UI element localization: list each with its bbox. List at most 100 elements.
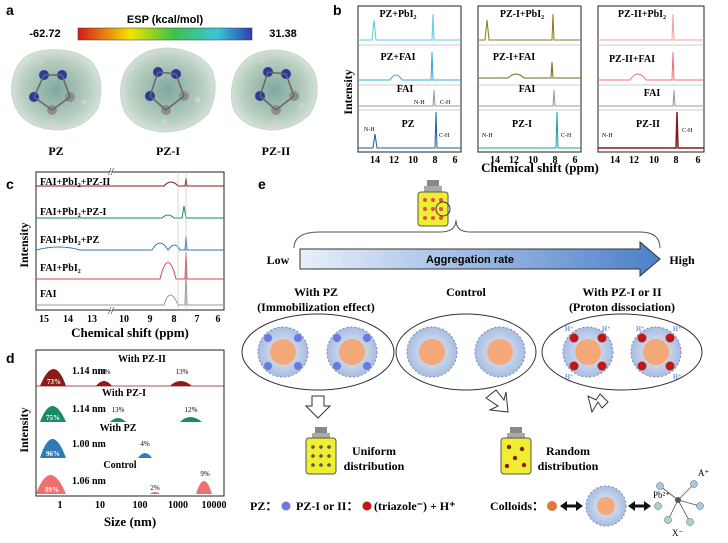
peak-label-b1-0: N-H	[414, 100, 425, 106]
series-p3-d-1: 12%	[185, 406, 198, 414]
tick-b2-4: 6	[573, 155, 578, 166]
colloid-mid	[585, 485, 627, 527]
panel-d-xlabel: Size (nm)	[104, 514, 156, 529]
series-main-d-1: 75%	[46, 414, 60, 422]
arrow-center-label: Aggregation rate	[426, 254, 514, 266]
panel-a: a ESP (kcal/mol) -62.72 31.38 PZ PZ-I	[6, 2, 318, 158]
double-arrow-1	[560, 501, 583, 511]
aggregation-arrow	[299, 240, 661, 278]
tick-c-4: 9	[148, 314, 153, 325]
colorbar	[77, 27, 253, 41]
legend-pz-dot	[281, 501, 291, 511]
random-label-1: Random	[546, 444, 590, 458]
panel-c-ylabel: Intensity	[17, 222, 31, 267]
tick-c-0: 15	[39, 314, 49, 325]
series-main-d-3: 89%	[45, 486, 59, 494]
series-size-d-3: 1.06 nm	[72, 476, 107, 487]
panel-b: b Intensity Chemical shift (ppm) PZ+PbI₂…	[333, 2, 705, 175]
molecule-label-pz: PZ	[48, 144, 63, 158]
tick-d-3: 1000	[168, 500, 188, 511]
col1-title-1: With PZ	[294, 285, 338, 299]
uniform-label-2: distribution	[344, 459, 405, 473]
trace-label-b1-3: PZ	[402, 119, 415, 130]
trace-label-c-2: FAI+PbI₂+PZ	[40, 235, 100, 246]
panel-c: c Intensity // // FAI+PbI₂+PZ-II FAI+PbI…	[6, 167, 225, 340]
peak-label-b3-0: N-H	[602, 133, 613, 139]
colloid-pz-i-2: H⁺ H⁺ H⁺	[630, 325, 682, 381]
ion-a-label: A⁺	[698, 468, 709, 478]
tick-c-6: 7	[195, 314, 200, 325]
svg-text://: //	[108, 306, 114, 317]
colloid-control-1	[406, 326, 458, 378]
uniform-label-1: Uniform	[352, 444, 396, 458]
colloid-core-small	[547, 501, 557, 511]
trace-label-b3-3: PZ-II	[636, 119, 660, 130]
molecule-label-pz-i: PZ-I	[156, 144, 180, 158]
panel-label-a: a	[6, 2, 14, 18]
trace-label-b3-2: FAI	[644, 88, 661, 99]
double-arrow-2	[628, 501, 651, 511]
tick-b1-3: 8	[433, 155, 438, 166]
series-size-d-2: 1.00 nm	[72, 439, 107, 450]
series-p2-d-3: 2%	[150, 484, 160, 492]
tick-b3-2: 10	[649, 155, 659, 166]
random-label-2: distribution	[538, 459, 599, 473]
series-p2-d-2: 4%	[140, 440, 150, 448]
series-name-d-3: Control	[103, 460, 136, 471]
tick-b2-3: 8	[553, 155, 558, 166]
tick-c-7: 6	[216, 314, 221, 325]
peak-label-b3-1: C-H	[682, 128, 693, 134]
colloid-pz-1	[257, 326, 309, 378]
peak-label-b2-0: N-H	[482, 133, 493, 139]
svg-text://: //	[108, 167, 114, 178]
series-main-d-2: 96%	[46, 450, 60, 458]
panel-label-b: b	[333, 2, 342, 18]
nmr-subplot-pz-i: PZ-I+PbI₂ PZ-I+FAI FAI PZ-I N-H C-H 14 1…	[477, 5, 582, 166]
panel-label-c: c	[6, 176, 14, 192]
tick-b3-1: 12	[629, 155, 639, 166]
col3-title-1: With PZ-I or II	[582, 285, 662, 299]
tick-b3-3: 8	[674, 155, 679, 166]
tick-b1-2: 10	[408, 155, 418, 166]
series-p2-d-0: 14%	[98, 368, 111, 376]
panel-c-xlabel: Chemical shift (ppm)	[71, 325, 189, 340]
series-p2-d-1: 13%	[112, 406, 125, 414]
series-size-d-0: 1.14 nm	[72, 366, 107, 377]
trace-label-b1-2: FAI	[397, 84, 414, 95]
series-main-d-0: 73%	[47, 378, 61, 386]
trace-label-c-4: FAI	[40, 289, 57, 300]
trace-label-b2-2: FAI	[519, 84, 536, 95]
legend-pzi-label: PZ-I or II：	[296, 499, 358, 513]
ion-cluster	[654, 480, 704, 526]
peak-label-b1-2: C-H	[440, 100, 451, 106]
colloid-pz-2	[326, 326, 378, 378]
down-arrow-1	[304, 395, 332, 419]
tick-b3-0: 14	[610, 155, 620, 166]
nmr-subplot-pz-ii: PZ-II+PbI₂ PZ-II+FAI FAI PZ-II N-H C-H 1…	[597, 5, 705, 166]
series-p3-d-3: 9%	[200, 470, 210, 478]
colloid-pz-i-1: H⁺ H⁺ H⁺	[562, 325, 614, 381]
arrow-high-label: High	[669, 253, 695, 267]
colorbar-min: -62.72	[29, 28, 60, 40]
ion-pb-label: Pb²⁺	[653, 490, 670, 500]
vial-uniform-icon	[305, 427, 337, 475]
down-arrow-3	[587, 393, 609, 414]
down-arrow-2	[485, 389, 509, 413]
nmr-subplot-pz: PZ+PbI₂ PZ+FAI FAI PZ N-H N-H C-H C-H 14…	[357, 5, 462, 166]
tick-d-2: 100	[133, 500, 148, 511]
colloid-control-2	[474, 326, 526, 378]
tick-c-5: 8	[172, 314, 177, 325]
tick-d-4: 10000	[202, 500, 227, 511]
peak-label-b1-1: N-H	[364, 127, 375, 133]
esp-molecule-pz-ii	[230, 49, 318, 131]
panel-b-ylabel: Intensity	[341, 69, 355, 114]
trace-label-c-0: FAI+PbI₂+PZ-II	[40, 177, 110, 188]
tick-b2-2: 10	[528, 155, 538, 166]
trace-label-c-3: FAI+PbI₂	[40, 263, 81, 274]
tick-c-1: 14	[63, 314, 73, 325]
tick-b1-0: 14	[370, 155, 380, 166]
series-name-d-0: With PZ-II	[118, 354, 166, 365]
tick-d-0: 1	[58, 500, 63, 511]
legend-triazole-label: (triazole⁻) + H⁺	[374, 499, 455, 513]
trace-label-b2-1: PZ-I+FAI	[493, 52, 535, 63]
